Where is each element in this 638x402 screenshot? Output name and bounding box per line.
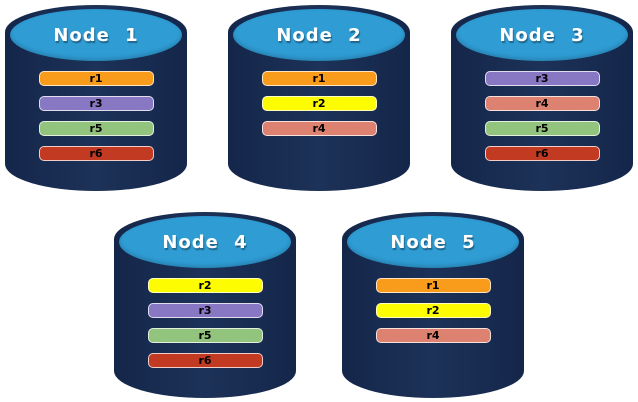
- replica-list: r1 r3 r5 r6: [5, 71, 187, 161]
- cylinder-top-ellipse: Node 4: [119, 216, 291, 268]
- cylinder-top-ellipse: Node 5: [347, 216, 519, 268]
- replica-list: r1 r2 r4: [342, 278, 524, 343]
- cylinder-top-ellipse: Node 1: [10, 9, 182, 61]
- node-cylinder: Node 4 r2 r3 r5 r6: [114, 212, 296, 398]
- replica-bar-r4: r4: [375, 328, 491, 343]
- replica-list: r2 r3 r5 r6: [114, 278, 296, 368]
- node-title: Node 2: [276, 24, 362, 46]
- node-title: Node 5: [390, 231, 476, 253]
- replica-bar-r3: r3: [484, 71, 600, 86]
- cylinder-top-ellipse: Node 2: [233, 9, 405, 61]
- replica-bar-r4: r4: [261, 121, 377, 136]
- node-cylinder: Node 5 r1 r2 r4: [342, 212, 524, 398]
- replica-bar-r3: r3: [38, 96, 154, 111]
- node-row-bottom: Node 4 r2 r3 r5 r6 Node 5 r1 r2 r4: [0, 212, 638, 398]
- replica-bar-r3: r3: [147, 303, 263, 318]
- node-cylinder: Node 3 r3 r4 r5 r6: [451, 5, 633, 191]
- replica-bar-r2: r2: [375, 303, 491, 318]
- replica-bar-r1: r1: [261, 71, 377, 86]
- replica-bar-r6: r6: [484, 146, 600, 161]
- replica-list: r1 r2 r4: [228, 71, 410, 136]
- replica-bar-r1: r1: [375, 278, 491, 293]
- replica-bar-r2: r2: [147, 278, 263, 293]
- replica-bar-r1: r1: [38, 71, 154, 86]
- replica-bar-r4: r4: [484, 96, 600, 111]
- replica-bar-r5: r5: [38, 121, 154, 136]
- replica-bar-r6: r6: [38, 146, 154, 161]
- node-title: Node 4: [162, 231, 248, 253]
- cylinder-top-ellipse: Node 3: [456, 9, 628, 61]
- node-title: Node 3: [499, 24, 585, 46]
- replica-bar-r5: r5: [484, 121, 600, 136]
- replica-bar-r6: r6: [147, 353, 263, 368]
- replica-bar-r2: r2: [261, 96, 377, 111]
- node-title: Node 1: [53, 24, 139, 46]
- replica-bar-r5: r5: [147, 328, 263, 343]
- replica-list: r3 r4 r5 r6: [451, 71, 633, 161]
- node-cylinder: Node 2 r1 r2 r4: [228, 5, 410, 191]
- node-cylinder: Node 1 r1 r3 r5 r6: [5, 5, 187, 191]
